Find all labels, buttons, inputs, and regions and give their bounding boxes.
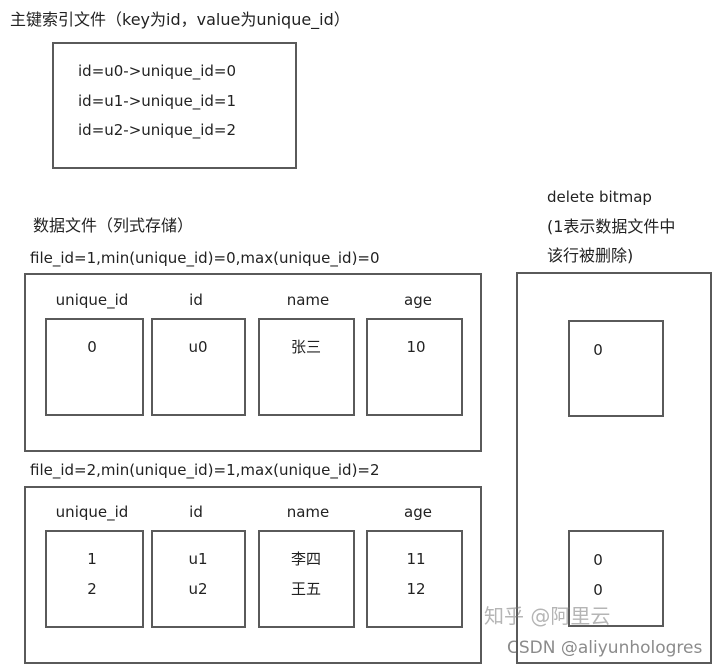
column-box [366, 318, 463, 416]
cell: 10 [406, 338, 426, 356]
watermark-csdn: CSDN @aliyunhologres [507, 638, 703, 658]
cell: 李四 [290, 550, 322, 568]
bitmap-title: (1表示数据文件中 [547, 217, 676, 236]
bitmap-bit: 0 [593, 551, 603, 569]
index-box: id=u0->unique_id=0 id=u1->unique_id=1 id… [52, 42, 297, 169]
cell: 11 [406, 550, 426, 568]
column-header: age [404, 291, 432, 309]
file2-box [24, 486, 482, 664]
bitmap-bit: 0 [593, 341, 603, 359]
column-box [151, 318, 246, 416]
cell: u1 [188, 550, 208, 568]
column-box [45, 318, 144, 416]
column-box [258, 530, 355, 628]
cell: 0 [87, 338, 97, 356]
data-files-title: 数据文件（列式存储） [33, 216, 194, 235]
column-header: id [189, 503, 203, 521]
bitmap-title: delete bitmap [547, 188, 652, 206]
index-title: 主键索引文件（key为id，value为unique_id） [10, 10, 350, 29]
cell: u0 [188, 338, 208, 356]
column-header: name [286, 291, 330, 309]
index-entry: id=u2->unique_id=2 [78, 121, 237, 139]
bitmap-title: 该行被删除) [547, 246, 634, 265]
column-box [258, 318, 355, 416]
index-entry: id=u0->unique_id=0 [78, 62, 237, 80]
column-header: age [404, 503, 432, 521]
column-box [366, 530, 463, 628]
cell: 张三 [290, 338, 322, 356]
bitmap-file2-box [568, 530, 664, 627]
column-box [45, 530, 144, 628]
cell: 王五 [290, 580, 322, 598]
index-entry: id=u1->unique_id=1 [78, 92, 237, 110]
column-header: id [189, 291, 203, 309]
column-header: unique_id [55, 291, 129, 309]
bitmap-box [516, 272, 712, 664]
file1-box [24, 273, 482, 452]
file2-label: file_id=2,min(unique_id)=1,max(unique_id… [30, 461, 380, 479]
cell: 12 [406, 580, 426, 598]
column-header: name [286, 503, 330, 521]
bitmap-file1-box [568, 320, 664, 417]
column-header: unique_id [55, 503, 129, 521]
file1-label: file_id=1,min(unique_id)=0,max(unique_id… [30, 249, 380, 267]
cell: u2 [188, 580, 208, 598]
cell: 2 [87, 580, 97, 598]
cell: 1 [87, 550, 97, 568]
bitmap-bit: 0 [593, 581, 603, 599]
column-box [151, 530, 246, 628]
watermark-zhihu: 知乎 @阿里云 [484, 604, 611, 628]
